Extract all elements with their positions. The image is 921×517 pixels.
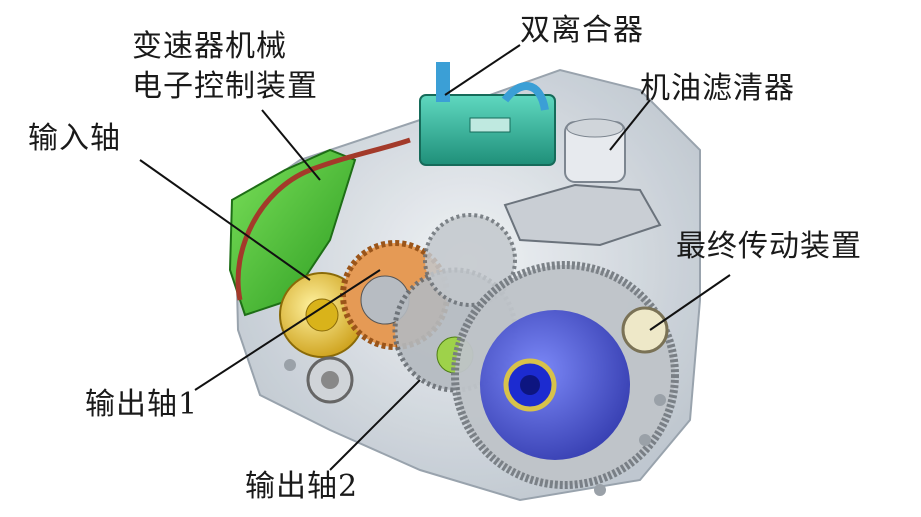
tcu-wiring bbox=[235, 137, 411, 301]
output-shaft-1-hub bbox=[321, 371, 339, 389]
housing-bolt bbox=[594, 484, 606, 496]
label-output-shaft-1: 输出轴1 bbox=[85, 387, 199, 422]
leader-oil-filter bbox=[609, 99, 651, 151]
label-final-drive: 最终传动装置 bbox=[676, 229, 862, 264]
differential-center bbox=[520, 375, 540, 395]
housing-bolt bbox=[654, 394, 666, 406]
oil-filter-cap bbox=[566, 118, 624, 138]
final-drive-bearing bbox=[621, 306, 669, 354]
oil-cooler-cap bbox=[469, 117, 511, 133]
leader-input-shaft bbox=[139, 159, 311, 281]
oil-pipe bbox=[501, 82, 549, 111]
housing-bolt bbox=[284, 359, 296, 371]
label-oil-filter: 机油滤清器 bbox=[640, 71, 795, 106]
label-input-shaft: 输入轴 bbox=[28, 121, 121, 156]
leader-output-shaft-2 bbox=[329, 379, 421, 471]
housing-bolt bbox=[639, 434, 651, 446]
cooler-fitting bbox=[436, 62, 450, 102]
label-output-shaft-2: 输出轴2 bbox=[245, 469, 359, 504]
label-dual-clutch: 双离合器 bbox=[520, 13, 644, 48]
gear-cluster-2 bbox=[423, 213, 517, 307]
input-bearing-hub bbox=[305, 298, 339, 332]
leader-output-shaft-1 bbox=[194, 269, 381, 391]
tcu-module bbox=[228, 148, 357, 317]
leader-dual-clutch bbox=[444, 44, 521, 96]
label-tcu-line1: 变速器机械 bbox=[132, 29, 287, 64]
leader-final-drive bbox=[649, 274, 731, 331]
filter-bracket bbox=[503, 183, 662, 247]
label-tcu-line2: 电子控制装置 bbox=[132, 69, 318, 104]
leader-tcu bbox=[261, 109, 321, 181]
